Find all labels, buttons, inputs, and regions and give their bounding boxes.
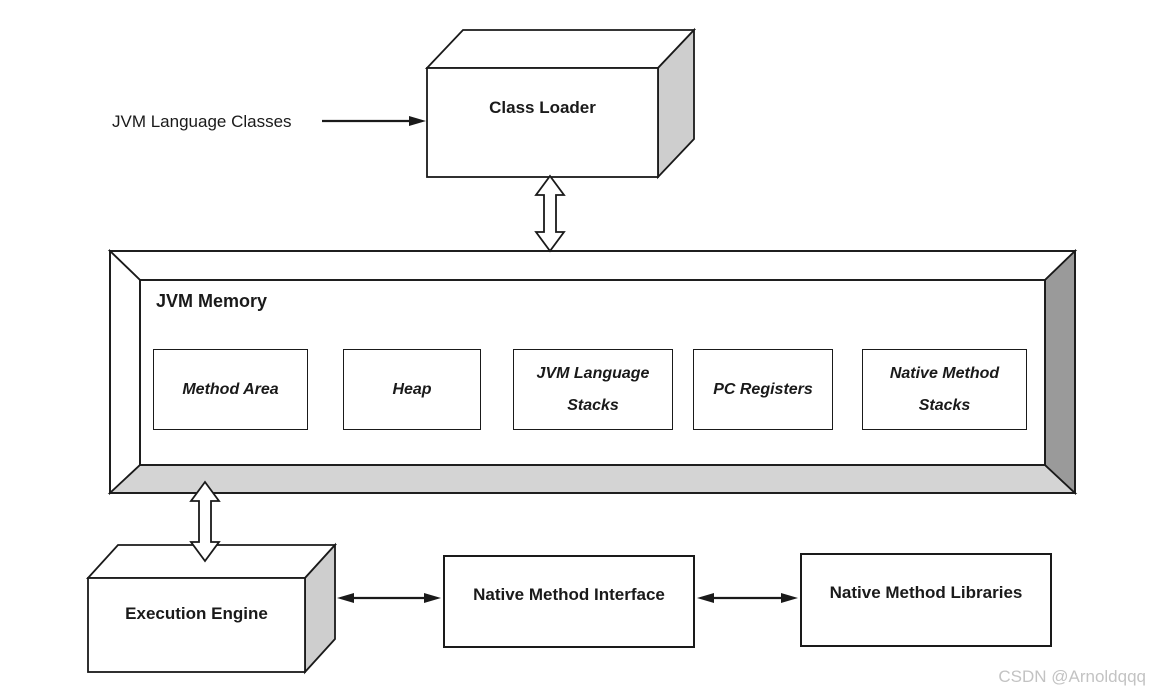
jvm-memory-tray-right-band bbox=[1044, 248, 1076, 496]
classloader-memory-double-arrow bbox=[534, 174, 566, 253]
class-loader-label: Class Loader bbox=[489, 98, 596, 117]
jvm-language-classes-label: JVM Language Classes bbox=[112, 112, 292, 131]
engine-interface-arrow-left-head bbox=[337, 593, 354, 603]
interface-libraries-arrow-right-head bbox=[781, 593, 798, 603]
pc-registers-box: PC Registers bbox=[693, 349, 833, 430]
method-area-box: Method Area bbox=[153, 349, 308, 430]
heap-box: Heap bbox=[343, 349, 481, 430]
jvm-memory-tray-top-band bbox=[107, 250, 1078, 281]
interface-libraries-arrow-left-head bbox=[697, 593, 714, 603]
interface-libraries-arrow bbox=[697, 593, 798, 603]
class-loader-box bbox=[424, 27, 697, 180]
csdn-watermark: CSDN @Arnoldqqq bbox=[998, 667, 1146, 686]
engine-interface-arrow-right-head bbox=[424, 593, 441, 603]
engine-interface-arrow bbox=[337, 593, 441, 603]
jvm-memory-tray bbox=[107, 248, 1078, 496]
native-method-interface-box: Native Method Interface bbox=[443, 555, 695, 648]
jvm-memory-title: JVM Memory bbox=[156, 291, 268, 311]
class-loader-top-face bbox=[424, 29, 697, 69]
class-loader-front-face bbox=[426, 67, 659, 178]
native-method-stacks-box: Native Method Stacks bbox=[862, 349, 1027, 430]
execution-engine-label: Execution Engine bbox=[125, 604, 268, 623]
classes-to-loader-arrow bbox=[322, 116, 426, 126]
execution-engine-front-face bbox=[87, 577, 306, 673]
jvm-memory-tray-left-band bbox=[109, 248, 141, 496]
memory-execution-double-arrow bbox=[189, 480, 221, 563]
jvm-memory-inner-border bbox=[139, 279, 1046, 466]
native-method-libraries-box: Native Method Libraries bbox=[800, 553, 1052, 647]
jvm-memory-outer-border bbox=[109, 250, 1076, 494]
jvm-memory-tray-bottom-band bbox=[107, 464, 1078, 494]
classes-to-loader-arrow-head bbox=[409, 116, 426, 126]
execution-engine-box bbox=[85, 542, 338, 675]
jvm-language-stacks-box: JVM Language Stacks bbox=[513, 349, 673, 430]
